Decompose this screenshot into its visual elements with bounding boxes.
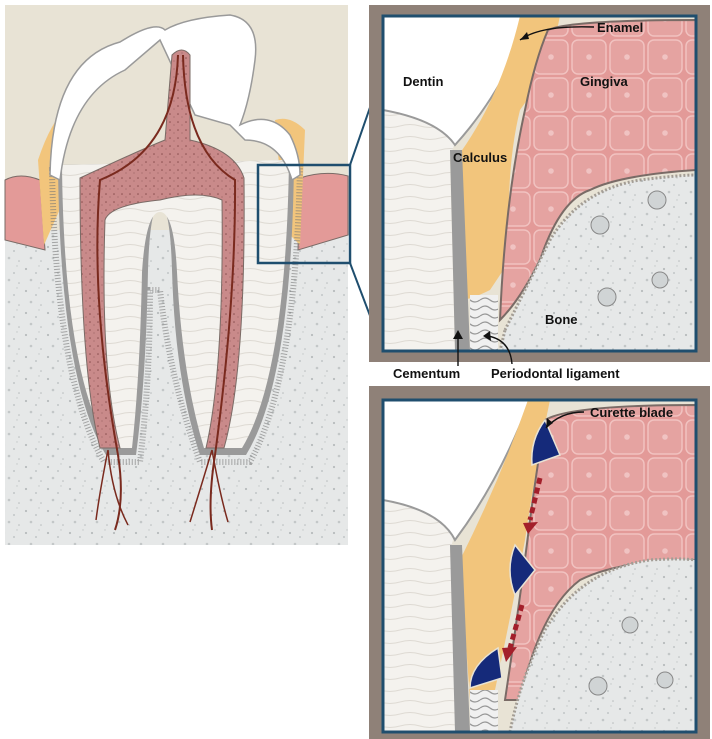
curette-blade-2: [509, 543, 536, 597]
inset-scaling: [369, 386, 710, 739]
scaling-arrow-2: [507, 604, 525, 649]
label-calculus: Calculus: [453, 150, 507, 165]
label-curette-blade: Curette blade: [590, 405, 673, 420]
calculus-region-bottom: [460, 400, 550, 700]
bone-region: [498, 173, 696, 351]
zoom-indicator-box: [256, 163, 352, 265]
ligament-area: [470, 295, 498, 351]
scaling-arrow-1: [527, 477, 543, 521]
crown-enamel: [49, 14, 301, 182]
label-bone: Bone: [545, 312, 578, 327]
nerve-right: [182, 54, 237, 531]
gingiva-left: [4, 175, 46, 251]
gingiva-region: [498, 18, 696, 323]
curette-blade-3: [469, 646, 503, 690]
cementum-strip: [450, 150, 470, 351]
pulp: [79, 49, 245, 449]
inset-frame: [381, 14, 698, 353]
tooth-overview: [4, 5, 384, 545]
label-cementum: Cementum: [393, 366, 460, 381]
label-dentin: Dentin: [403, 74, 444, 89]
nerve-left: [96, 54, 179, 531]
inset-anatomy: [369, 5, 710, 362]
inset-frame-bottom: [381, 398, 698, 734]
ligament-pointer: [487, 335, 513, 365]
label-enamel: Enamel: [597, 20, 643, 35]
label-periodontal-ligament: Periodontal ligament: [491, 366, 620, 381]
gingiva-right: [297, 172, 349, 251]
label-gingiva: Gingiva: [580, 74, 628, 89]
curette-blade-1: [531, 418, 562, 467]
